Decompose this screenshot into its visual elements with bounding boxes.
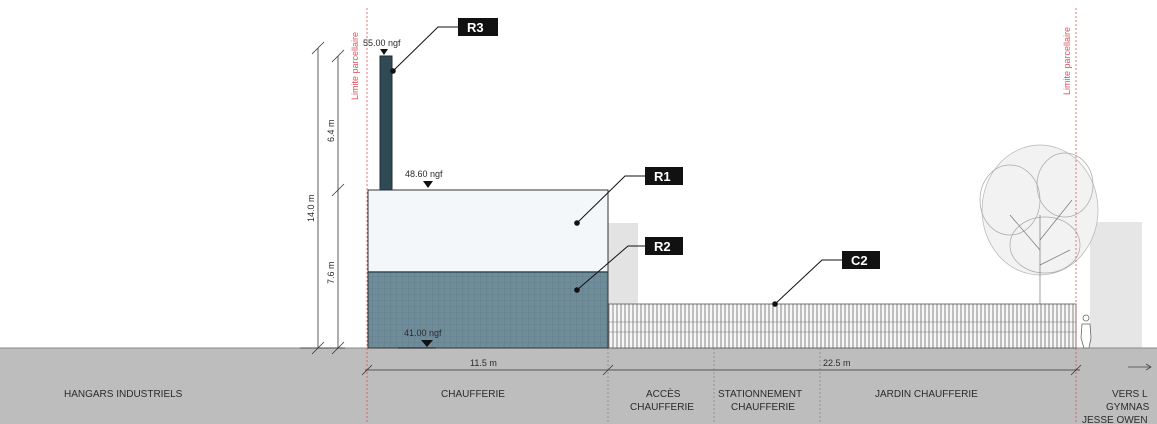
leader-dot-c2: [772, 301, 778, 307]
fence-c2: [607, 303, 1077, 349]
leader-dot-r3: [390, 68, 396, 74]
dim-total-height: 14.0 m: [306, 194, 316, 222]
leader-dot-r1: [574, 220, 580, 226]
zone-acces-line1: ACCÈS: [646, 387, 681, 400]
level-marker-roof: 48.60 ngf: [405, 169, 443, 188]
person-figure: [1080, 314, 1092, 349]
level-top-label: 55.00 ngf: [363, 38, 401, 48]
leader-dot-r2: [574, 287, 580, 293]
tag-r1-label: R1: [654, 169, 671, 184]
dim-upper-height: 6.4 m: [326, 119, 336, 142]
limit-label-right: Limite parcellaire: [1062, 27, 1072, 95]
zone-stationnement-line2: CHAUFFERIE: [731, 402, 795, 413]
chimney-r3: [379, 55, 393, 191]
dim-width-chaufferie: 11.5 m: [470, 358, 497, 368]
dim-width-right: 22.5 m: [823, 358, 851, 368]
tag-c2-label: C2: [851, 253, 868, 268]
tag-r1: R1: [645, 167, 683, 185]
ground-band: [0, 348, 1157, 424]
zone-jardin: JARDIN CHAUFFERIE: [875, 389, 978, 400]
zone-vers-line2: GYMNAS: [1106, 402, 1150, 413]
vertical-dimensions: [300, 41, 345, 355]
dim-lower-height: 7.6 m: [326, 261, 336, 284]
tag-r3-label: R3: [467, 20, 484, 35]
level-roof-label: 48.60 ngf: [405, 169, 443, 179]
tag-r2: R2: [645, 237, 683, 255]
zone-vers-line1: VERS L: [1112, 389, 1148, 400]
tree-illustration: [979, 144, 1099, 305]
zone-acces-line2: CHAUFFERIE: [630, 402, 694, 413]
leader-lines: [392, 26, 842, 305]
level-ground-label: 41.00 ngf: [404, 328, 442, 338]
level-marker-ground: 41.00 ngf: [398, 328, 442, 349]
zone-stationnement-line1: STATIONNEMENT: [718, 389, 802, 400]
limit-label-left: Limite parcellaire: [350, 32, 360, 100]
tag-r3: R3: [458, 18, 498, 36]
level-marker-top: 55.00 ngf: [363, 38, 401, 55]
zone-dividers: [607, 348, 821, 424]
zone-vers-line3: JESSE OWEN: [1082, 415, 1148, 424]
zone-chaufferie: CHAUFFERIE: [441, 389, 505, 400]
neighbor-volume-right: [1090, 222, 1142, 348]
tag-c2: C2: [842, 251, 880, 269]
volume-r2: [367, 271, 609, 349]
tag-r2-label: R2: [654, 239, 671, 254]
volume-r1: [367, 189, 609, 273]
zone-hangars: HANGARS INDUSTRIELS: [64, 389, 183, 400]
